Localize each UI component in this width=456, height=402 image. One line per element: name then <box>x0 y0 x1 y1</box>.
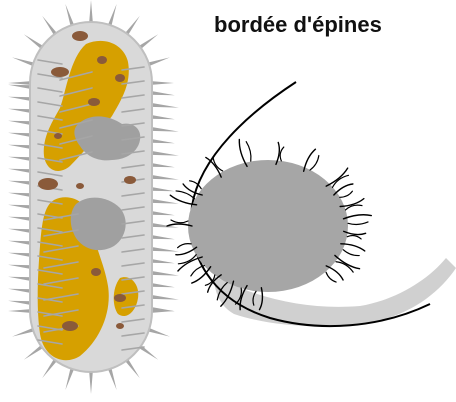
hair <box>213 157 223 171</box>
hair <box>326 272 336 282</box>
spiny-cell-figure <box>8 0 179 394</box>
hair <box>176 191 194 199</box>
granule <box>124 176 136 184</box>
hair <box>347 235 361 238</box>
hair <box>246 142 251 162</box>
hair <box>280 147 284 161</box>
round-body <box>188 160 348 292</box>
figure-caption: bordée d'épines <box>214 12 456 38</box>
hair <box>343 215 371 219</box>
granule <box>115 74 125 82</box>
hair <box>343 250 359 256</box>
granule <box>72 31 88 41</box>
hair <box>348 222 368 224</box>
spiny-round-body-figure <box>167 82 456 326</box>
granule <box>38 178 58 190</box>
hair <box>310 156 319 171</box>
granule <box>91 268 101 276</box>
hair <box>171 220 188 223</box>
granule <box>116 323 124 329</box>
granule <box>114 294 126 302</box>
hair <box>340 191 353 197</box>
granule <box>62 321 78 331</box>
granule <box>88 98 100 106</box>
hair <box>178 255 196 264</box>
hair <box>178 244 191 248</box>
granule <box>76 183 84 189</box>
hair <box>239 139 247 166</box>
granule <box>54 133 62 139</box>
granule <box>51 67 69 77</box>
granule <box>97 56 107 64</box>
